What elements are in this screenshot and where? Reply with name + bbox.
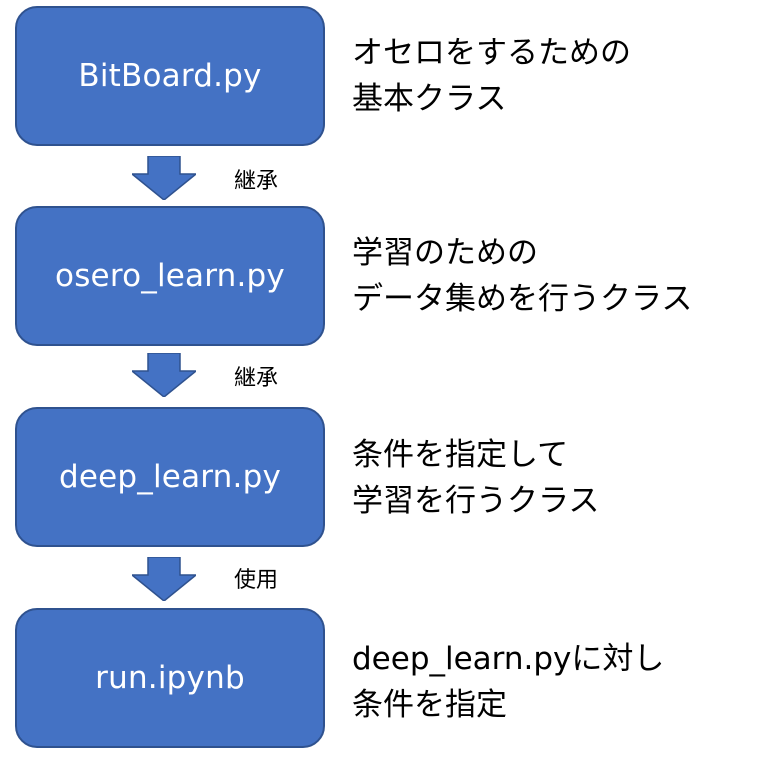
node-run-ipynb: run.ipynb (15, 608, 325, 748)
node-deep-learn: deep_learn.py (15, 407, 325, 547)
edge-label: 使用 (234, 568, 279, 593)
description-line: 条件を指定して (352, 437, 569, 473)
node-description: 条件を指定して 学習を行うクラス (352, 432, 599, 524)
node-bitboard: BitBoard.py (15, 6, 325, 146)
node-label: osero_learn.py (55, 258, 285, 294)
description-line: 学習を行うクラス (352, 483, 600, 519)
description-line: deep_learn.pyに対し (352, 641, 665, 677)
description-line: 学習のための (352, 235, 538, 271)
description-line: 基本クラス (352, 81, 507, 117)
node-label: run.ipynb (95, 660, 245, 696)
node-label: BitBoard.py (78, 58, 262, 94)
edge-label: 継承 (234, 366, 279, 391)
description-line: 条件を指定 (352, 687, 507, 723)
down-arrow-icon (132, 353, 196, 397)
node-description: 学習のための データ集めを行うクラス (352, 230, 692, 322)
down-arrow-icon (132, 156, 196, 200)
down-arrow-icon (132, 557, 196, 601)
edge-label: 継承 (234, 169, 279, 194)
description-line: オセロをするための (352, 35, 631, 71)
node-description: deep_learn.pyに対し 条件を指定 (352, 636, 664, 728)
node-description: オセロをするための 基本クラス (352, 30, 631, 122)
node-label: deep_learn.py (58, 459, 281, 495)
node-osero-learn: osero_learn.py (15, 206, 325, 346)
description-line: データ集めを行うクラス (352, 281, 693, 317)
